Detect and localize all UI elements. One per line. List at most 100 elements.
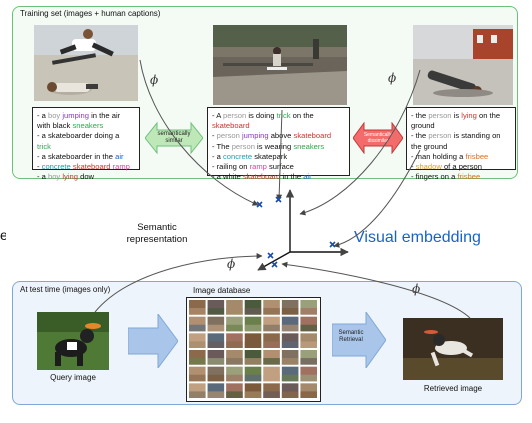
photo-skatepark — [213, 25, 347, 105]
caption-word: skateboard — [293, 131, 332, 141]
database-thumbnail-detail — [207, 308, 225, 315]
caption-line: - the person is lying on the ground — [411, 111, 511, 131]
caption-word: surface — [266, 162, 294, 172]
database-thumbnail-detail — [281, 358, 299, 365]
point-1 — [256, 201, 263, 208]
caption-line: - a white skateboard in the air — [212, 172, 345, 182]
caption-word: frisbee — [465, 151, 489, 161]
caption-word: ramp — [112, 162, 130, 172]
database-thumbnail-detail — [226, 308, 243, 315]
semantically-dissimilar-label: Semantically dissimilar — [363, 132, 393, 144]
database-thumbnail-detail — [207, 324, 225, 332]
caption-word: person — [428, 131, 452, 141]
caption-word: - a — [37, 172, 48, 182]
phi-label-left: ϕ — [150, 73, 159, 87]
caption-word: - the — [411, 111, 429, 120]
database-thumbnail-detail — [226, 358, 243, 365]
caption-line: - a skateboarder in the air — [37, 152, 135, 162]
caption-word: is standing on the ground — [411, 131, 501, 151]
caption-word: - a — [212, 151, 223, 161]
point-5 — [271, 261, 278, 268]
training-set-title: Training set (images + human captions) — [20, 9, 161, 18]
database-thumbnail-detail — [244, 391, 262, 398]
database-thumbnail-detail — [300, 341, 317, 348]
clipped-glyph: e — [0, 227, 6, 243]
caption-word: frisbee — [457, 172, 481, 182]
database-thumbnail-detail — [207, 358, 225, 365]
caption-word: person — [231, 141, 255, 151]
database-thumbnail-detail — [281, 374, 299, 382]
caption-word: - man holding a — [411, 151, 466, 161]
caption-word: - A — [212, 111, 223, 120]
caption-word: person — [222, 111, 247, 120]
caption-word: person — [216, 131, 240, 141]
phi-label-right: ϕ — [388, 71, 397, 85]
caption-line: - fingers on a frisbee — [411, 172, 511, 182]
caption-line: - a concrete skatepark — [212, 152, 345, 162]
caption-word: skateboard — [242, 172, 281, 182]
phi-mapping-arrows — [94, 59, 471, 319]
caption-word: concrete — [41, 162, 71, 172]
database-thumbnail-detail — [189, 391, 206, 398]
caption-word: - a white — [212, 172, 243, 182]
embedding-points — [256, 196, 336, 268]
database-thumbnail-detail — [226, 341, 243, 348]
database-thumbnail-detail — [300, 391, 317, 398]
caption-box-left: - a boy jumping in the air with black sn… — [32, 107, 140, 181]
database-thumbnail-detail — [263, 308, 280, 315]
caption-box-middle: - A person is doing trick on the skatebo… — [207, 107, 350, 181]
database-thumbnail-detail — [281, 308, 299, 315]
database-thumbnail-detail — [300, 358, 317, 365]
caption-word: boy — [47, 172, 61, 182]
semantic-representation-label: Semantic representation — [126, 222, 188, 245]
caption-word: - railing on — [212, 162, 250, 172]
caption-word: - a — [37, 111, 48, 120]
database-thumbnail-detail — [300, 308, 317, 315]
database-thumbnail-detail — [263, 341, 280, 348]
caption-word: - fingers on a — [411, 172, 458, 182]
query-to-database-arrow — [127, 312, 179, 370]
caption-word: - a skateboarder doing a — [37, 131, 120, 141]
image-database-grid — [186, 297, 321, 402]
phi-label-bottom-right: ϕ — [412, 282, 421, 296]
database-thumbnail-detail — [300, 374, 317, 382]
database-thumbnail-detail — [207, 341, 225, 348]
caption-word: of a person — [441, 162, 482, 172]
point-4 — [267, 252, 274, 259]
caption-line: - a skateboarder doing a trick — [37, 131, 135, 151]
database-thumbnail-detail — [244, 341, 262, 348]
caption-word: person — [428, 111, 452, 120]
database-thumbnail-detail — [189, 341, 206, 348]
caption-word: jumping — [62, 111, 89, 120]
caption-word: in the — [280, 172, 304, 182]
caption-line: - concrete skateboard ramp — [37, 162, 135, 172]
caption-line: - railing on ramp surface — [212, 162, 345, 172]
phi-label-bottom-left: ϕ — [227, 257, 236, 271]
caption-word: jumping — [242, 131, 269, 141]
caption-word: - — [212, 131, 217, 141]
database-thumbnail-detail — [189, 374, 206, 382]
photo-skateboarder-jump — [34, 25, 138, 101]
database-thumbnail-detail — [263, 391, 280, 398]
caption-word: - the — [411, 131, 429, 141]
caption-word: shadow — [415, 162, 442, 172]
database-thumbnail-detail — [207, 391, 225, 398]
visual-embedding-label: Visual embedding — [354, 229, 481, 246]
database-thumbnail-detail — [244, 358, 262, 365]
caption-word: trick — [276, 111, 291, 120]
database-thumbnail-detail — [189, 324, 206, 332]
photo-query-dog — [37, 312, 109, 370]
database-thumbnail-detail — [244, 374, 262, 382]
caption-line: - a boy lying dow — [37, 172, 135, 182]
caption-word: skateboard — [212, 121, 250, 131]
database-thumbnail-detail — [263, 324, 280, 332]
caption-word: concrete — [222, 151, 253, 161]
caption-line: - a boy jumping in the air with black sn… — [37, 111, 135, 131]
semantic-retrieval-arrow — [331, 310, 387, 370]
caption-word: - The — [212, 141, 232, 151]
point-2 — [275, 196, 282, 203]
query-image-label: Query image — [50, 373, 96, 382]
caption-word: ramp — [249, 162, 267, 172]
database-thumbnail-detail — [300, 324, 317, 332]
caption-word: in the air with black — [37, 111, 121, 131]
